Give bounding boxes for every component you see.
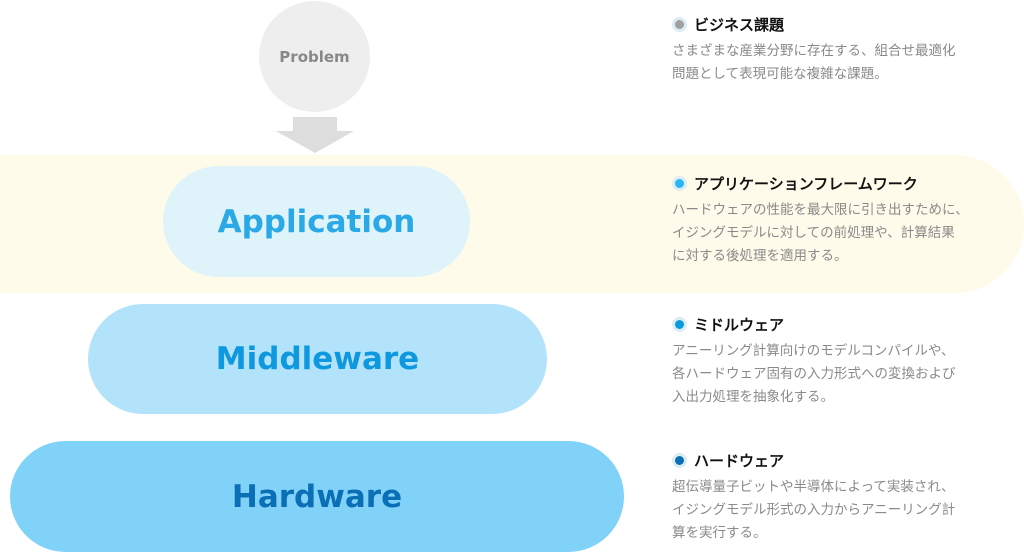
problem-label: Problem (279, 47, 350, 66)
application-label: Application (217, 203, 416, 240)
description-title: アプリケーションフレームワーク (694, 174, 918, 193)
bullet-dot-icon (675, 178, 684, 188)
description-line: 超伝導量子ビットや半導体によって実装され、 (672, 479, 955, 495)
bullet-dot-icon (675, 455, 684, 465)
description-title: ビジネス課題 (694, 15, 785, 34)
description-title: ハードウェア (694, 451, 785, 470)
description-line: アニーリング計算向けのモデルコンパイルや、 (672, 343, 955, 359)
description-line: に対する後処理を適用する。 (672, 248, 848, 264)
description-line: さまざまな産業分野に存在する、組合せ最適化 (672, 43, 956, 59)
middleware-label: Middleware (215, 341, 420, 377)
problem-circle: Problem (259, 1, 370, 112)
hardware-description: ハードウェア 超伝導量子ビットや半導体によって実装され、イジングモデル形式の入力… (672, 448, 1002, 545)
application-description: アプリケーションフレームワーク ハードウェアの性能を最大限に引き出すために、イジ… (672, 171, 1002, 268)
description-line: 問題として表現可能な複雑な課題。 (672, 66, 888, 82)
middleware-description: ミドルウェア アニーリング計算向けのモデルコンパイルや、各ハードウェア固有の入力… (672, 312, 1002, 409)
hardware-label: Hardware (231, 478, 403, 515)
application-layer: Application (163, 166, 470, 277)
bullet-dot-icon (675, 319, 684, 329)
description-line: 各ハードウェア固有の入力形式への変換および (672, 366, 956, 382)
middleware-layer: Middleware (88, 304, 547, 414)
bullet-dot-icon (675, 19, 684, 29)
down-arrow-icon (276, 117, 354, 153)
business-description: ビジネス課題 さまざまな産業分野に存在する、組合せ最適化問題として表現可能な複雑… (672, 12, 1002, 86)
hardware-layer: Hardware (10, 441, 624, 552)
description-line: イジングモデルに対しての前処理や、計算結果 (672, 225, 955, 241)
description-line: ハードウェアの性能を最大限に引き出すために、 (672, 202, 969, 218)
description-line: 算を実行する。 (672, 525, 767, 541)
description-line: 入出力処理を抽象化する。 (672, 389, 834, 405)
description-title: ミドルウェア (694, 315, 785, 334)
description-line: イジングモデル形式の入力からアニーリング計 (672, 502, 956, 518)
